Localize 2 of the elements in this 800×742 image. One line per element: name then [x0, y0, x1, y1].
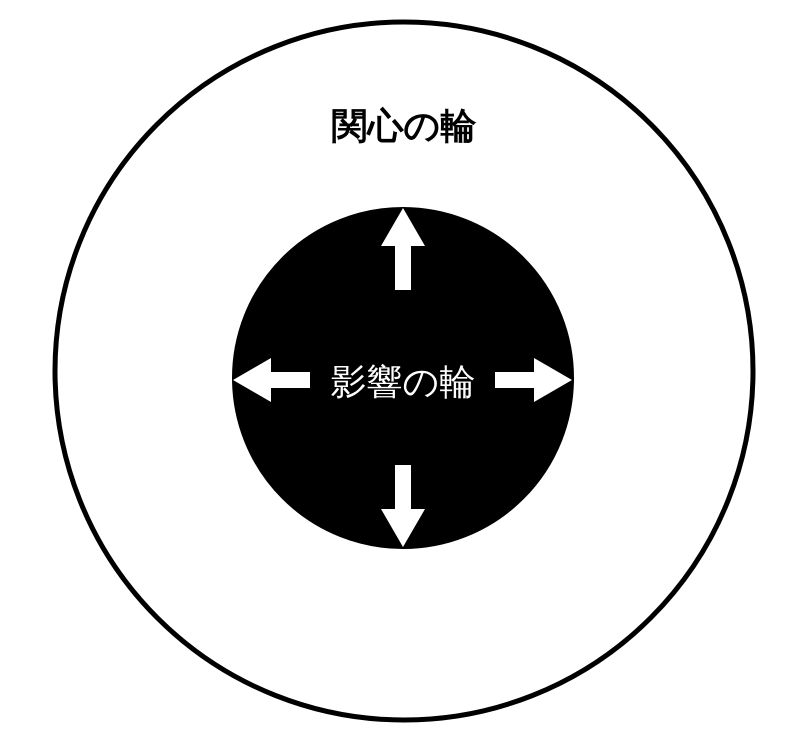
circle-title: 関心の輪 [332, 105, 476, 149]
circle-title: 影響の輪 [330, 361, 476, 405]
